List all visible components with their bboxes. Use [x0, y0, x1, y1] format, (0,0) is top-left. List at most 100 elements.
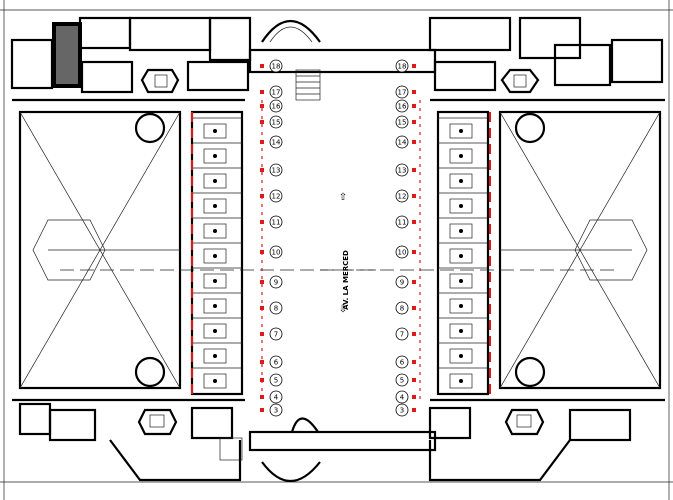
axis-marker-circle	[269, 327, 283, 341]
axis-marker-circle	[395, 189, 409, 203]
axis-marker-circle	[269, 189, 283, 203]
axis-marker-label: 3	[274, 407, 278, 415]
axis-marker-tick	[412, 395, 416, 399]
axis-marker-circle	[395, 115, 409, 129]
axis-marker-label: 9	[274, 279, 278, 287]
axis-marker-circle	[269, 390, 283, 404]
axis-marker-circle	[395, 215, 409, 229]
axis-marker-circle	[395, 99, 409, 113]
axis-marker-label: 17	[398, 89, 407, 97]
axis-marker-tick	[412, 280, 416, 284]
street-name-label: AV. LA MERCED	[342, 250, 350, 310]
axis-marker-circle	[269, 373, 283, 387]
axis-marker-label: 13	[398, 167, 407, 175]
axis-marker-tick	[260, 395, 264, 399]
axis-marker-tick	[260, 250, 264, 254]
axis-marker-circle	[269, 275, 283, 289]
axis-marker-label: 5	[400, 377, 404, 385]
axis-marker-label: 7	[400, 331, 404, 339]
axis-marker-tick	[260, 306, 264, 310]
axis-marker-circle	[269, 99, 283, 113]
axis-marker-circle	[269, 301, 283, 315]
axis-marker-circle	[269, 215, 283, 229]
axis-marker-tick	[412, 104, 416, 108]
axis-marker-label: 15	[398, 119, 407, 127]
axis-marker-tick	[260, 104, 264, 108]
axis-marker-label: 3	[400, 407, 404, 415]
left-courtyard	[18, 110, 182, 390]
axis-marker-label: 10	[398, 249, 407, 257]
right-courtyard	[498, 110, 662, 390]
axis-marker-circle	[395, 135, 409, 149]
axis-marker-label: 9	[400, 279, 404, 287]
axis-marker-tick	[260, 332, 264, 336]
axis-marker-label: 14	[272, 139, 281, 147]
axis-marker-circle	[395, 59, 409, 73]
bottom-right-building	[428, 398, 665, 482]
axis-marker-tick	[412, 408, 416, 412]
axis-marker-circle	[269, 403, 283, 417]
axis-marker-label: 10	[272, 249, 281, 257]
axis-marker-label: 12	[398, 193, 407, 201]
north-arrow-up: ⇧	[339, 192, 347, 203]
axis-marker-circle	[395, 355, 409, 369]
axis-marker-tick	[412, 194, 416, 198]
axis-marker-tick	[260, 168, 264, 172]
left-arcade-rooms	[190, 110, 244, 396]
axis-marker-tick	[412, 220, 416, 224]
axis-marker-tick	[260, 120, 264, 124]
axis-marker-tick	[412, 90, 416, 94]
axis-marker-circle	[395, 390, 409, 404]
axis-marker-circle	[269, 355, 283, 369]
axis-marker-circle	[269, 85, 283, 99]
axis-marker-tick	[412, 360, 416, 364]
axis-marker-label: 8	[400, 305, 404, 313]
bottom-left-building	[12, 398, 245, 482]
axis-marker-tick	[412, 332, 416, 336]
axis-marker-circle	[269, 163, 283, 177]
axis-marker-circle	[395, 275, 409, 289]
right-arcade-rooms	[436, 110, 491, 396]
axis-marker-circle	[395, 327, 409, 341]
axis-marker-circle	[395, 301, 409, 315]
axis-marker-tick	[412, 306, 416, 310]
axis-marker-label: 7	[274, 331, 278, 339]
axis-marker-label: 14	[398, 139, 407, 147]
axis-marker-tick	[260, 194, 264, 198]
axis-marker-label: 17	[272, 89, 281, 97]
axis-marker-tick	[260, 378, 264, 382]
axis-marker-label: 18	[272, 63, 281, 71]
axis-marker-label: 16	[398, 103, 407, 111]
axis-marker-circle	[269, 59, 283, 73]
axis-marker-label: 11	[272, 219, 281, 227]
axis-marker-label: 6	[274, 359, 279, 367]
axis-marker-tick	[260, 360, 264, 364]
axis-marker-label: 11	[398, 219, 407, 227]
axis-marker-label: 15	[272, 119, 281, 127]
axis-marker-label: 13	[272, 167, 281, 175]
top-right-building	[428, 16, 665, 102]
axis-marker-circle	[395, 163, 409, 177]
central-street: AV. LA MERCED ⇧ ⇩	[60, 100, 620, 400]
axis-marker-circle	[395, 85, 409, 99]
bottom-entrance	[248, 417, 437, 483]
axis-marker-circle	[269, 245, 283, 259]
axis-marker-tick	[412, 250, 416, 254]
axis-marker-tick	[260, 140, 264, 144]
axis-marker-circle	[269, 135, 283, 149]
axis-marker-label: 4	[274, 394, 279, 402]
axis-marker-circle	[269, 115, 283, 129]
axis-marker-tick	[412, 64, 416, 68]
axis-marker-tick	[260, 408, 264, 412]
axis-marker-tick	[412, 378, 416, 382]
axis-marker-label: 16	[272, 103, 281, 111]
axis-marker-circle	[395, 245, 409, 259]
axis-marker-label: 12	[272, 193, 281, 201]
axis-marker-tick	[412, 168, 416, 172]
axis-marker-label: 8	[274, 305, 278, 313]
axis-marker-label: 4	[400, 394, 405, 402]
axis-marker-tick	[412, 120, 416, 124]
